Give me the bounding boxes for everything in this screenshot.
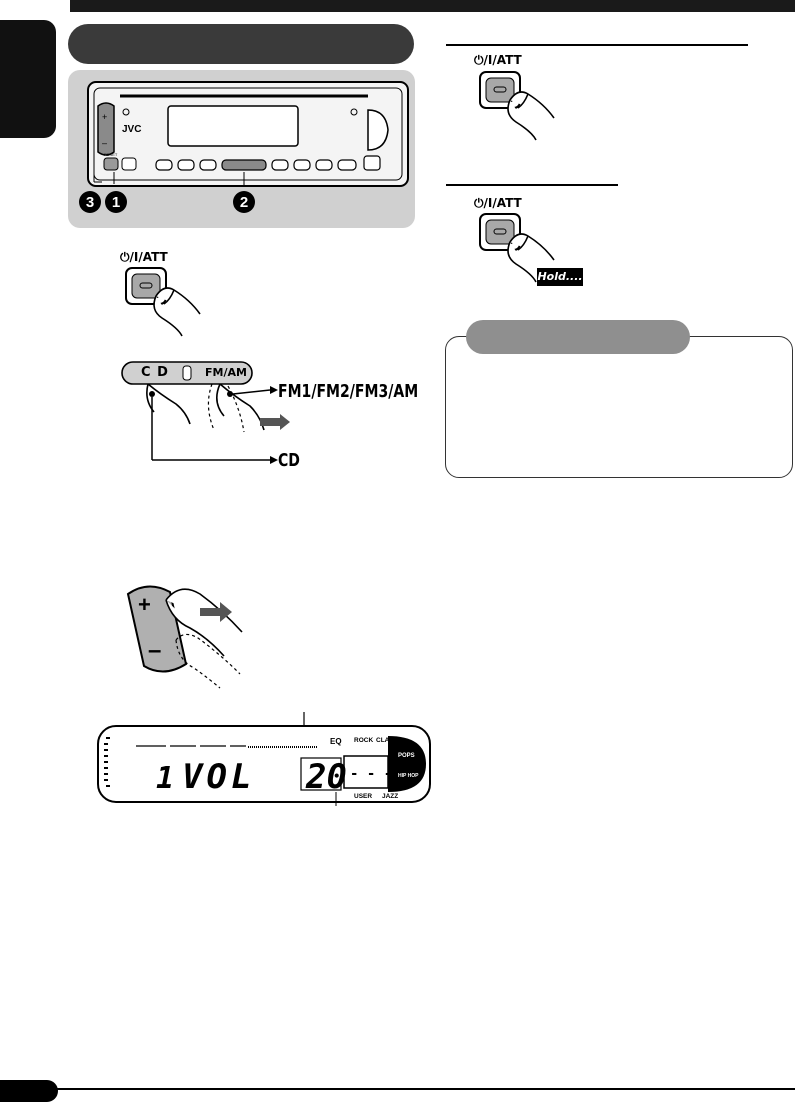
svg-text:–: – [102,138,107,148]
finger-icon [507,91,555,141]
volume-display-illustration: EQ ROCK CLASSIC POPS HIP HOP USER JAZZ 1… [97,712,431,806]
footer-rule [55,1088,795,1090]
svg-text:RESET: RESET [104,152,118,157]
svg-text:–: – [148,637,161,664]
svg-text:EQ: EQ [330,737,342,746]
preset-button-row [155,155,381,171]
fmam-key-label: FM/AM [205,366,247,379]
svg-text:CLASSIC: CLASSIC [376,737,405,744]
volume-level-readout: 20 [305,757,347,797]
svg-text:USER: USER [354,793,372,800]
source-keys-illustration [121,361,290,464]
note-title-pill [466,320,690,354]
svg-text:ROCK: ROCK [354,737,373,744]
cd-source-label: CD [278,450,300,471]
cd-key-label: C D [141,365,169,380]
svg-text:2: 2 [240,194,248,211]
hold-badge: Hold.... [537,268,583,286]
callout-1 [105,191,127,213]
section-rule-power-on [446,44,748,46]
control-panel-illustration: JVC + – RESET 3 1 2 [79,81,409,213]
language-side-tab [0,20,56,138]
page-number-tab [0,1080,58,1102]
display-main-text: VOL [182,757,255,797]
finger-icon [507,233,555,283]
callout-2 [233,191,255,213]
power-att-label-on: ⏻/I/ATT [474,53,522,67]
eq-mode-arc [388,736,426,792]
fm-band-sequence: FM1/FM2/FM3/AM [278,381,419,402]
brand-logo: JVC [122,124,141,135]
callout-3 [79,191,101,213]
power-att-label-off: ⏻/I/ATT [474,196,522,210]
power-off-illustration [479,213,555,283]
power-on-illustration [479,71,555,141]
svg-text:1: 1 [112,194,120,211]
power-button-press-illustration [125,267,201,337]
svg-text:JAZZ: JAZZ [382,793,398,800]
eject-lever[interactable] [367,109,389,151]
note-box [445,336,793,478]
svg-text:+: + [102,112,107,122]
section-title-pill [68,24,414,64]
arrow-icon [200,602,232,622]
finger-icon [165,588,243,657]
header-bar [70,0,795,12]
power-att-label: ⏻/I/ATT [120,250,168,264]
power-button-small[interactable] [103,157,119,171]
eq-readout: - - - [350,766,392,782]
svg-text:+: + [138,592,151,617]
display-main-prefix: 1 [156,761,174,796]
volume-rocker[interactable] [97,102,115,156]
volume-adjust-illustration: + – [126,585,243,689]
svg-text:3: 3 [86,194,94,211]
arrow-icon [260,414,290,430]
finger-icon [153,287,201,337]
lcd-frame [97,725,431,803]
source-button[interactable] [221,159,267,171]
section-rule-power-off [446,184,618,186]
svg-text:HIP HOP: HIP HOP [398,773,419,779]
display-window [167,105,299,147]
svg-text:POPS: POPS [398,753,415,759]
